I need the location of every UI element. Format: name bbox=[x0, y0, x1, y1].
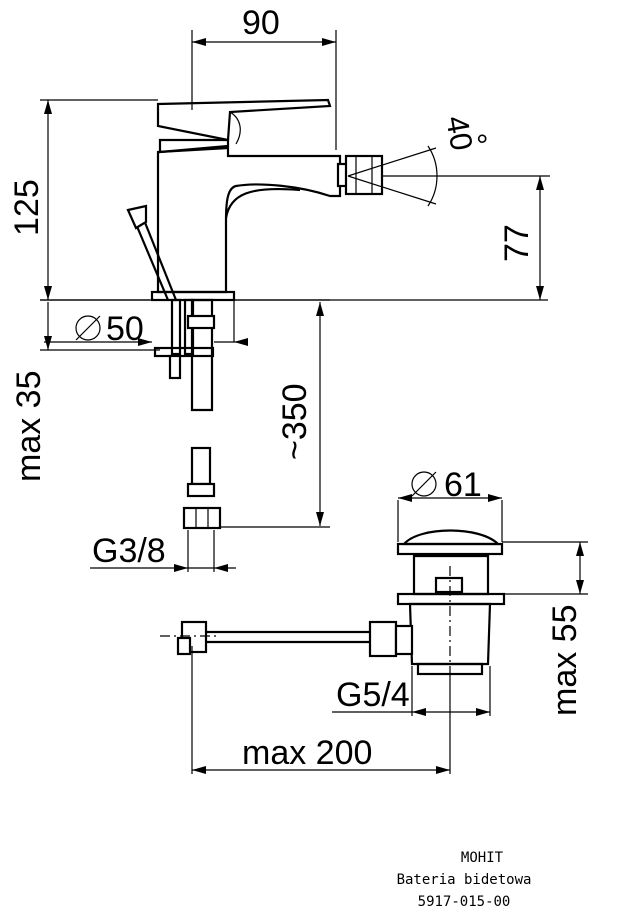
dim-50: 50 bbox=[106, 310, 144, 348]
dim-max-200: max 200 bbox=[242, 734, 372, 772]
dimension-lines bbox=[40, 30, 588, 774]
dim-40: 40 bbox=[439, 113, 479, 153]
dim-125: 125 bbox=[8, 179, 46, 236]
dim-g3-8: G3/8 bbox=[92, 532, 166, 570]
dim-350: ~350 bbox=[276, 383, 314, 460]
title-block: MOHIT Bateria bidetowa 5917-015-00 bbox=[397, 850, 532, 910]
dim-max-35: max 35 bbox=[10, 371, 48, 483]
dim-max-55: max 55 bbox=[546, 605, 584, 717]
dim-77: 77 bbox=[498, 224, 536, 262]
title-code: 5917-015-00 bbox=[418, 894, 511, 910]
waste-drain bbox=[176, 529, 506, 676]
dim-40-degree: ° bbox=[476, 128, 488, 163]
dim-61: 61 bbox=[444, 466, 482, 504]
mounting-assembly bbox=[153, 298, 222, 530]
dimension-labels: 90 125 40 ° 77 50 max 35 ~350 61 G3/8 ma… bbox=[8, 4, 584, 772]
dim-g5-4: G5/4 bbox=[336, 676, 410, 714]
dim-90: 90 bbox=[242, 4, 280, 42]
title-product: Bateria bidetowa bbox=[397, 872, 532, 888]
faucet-body bbox=[126, 98, 384, 302]
title-brand: MOHIT bbox=[461, 850, 504, 866]
